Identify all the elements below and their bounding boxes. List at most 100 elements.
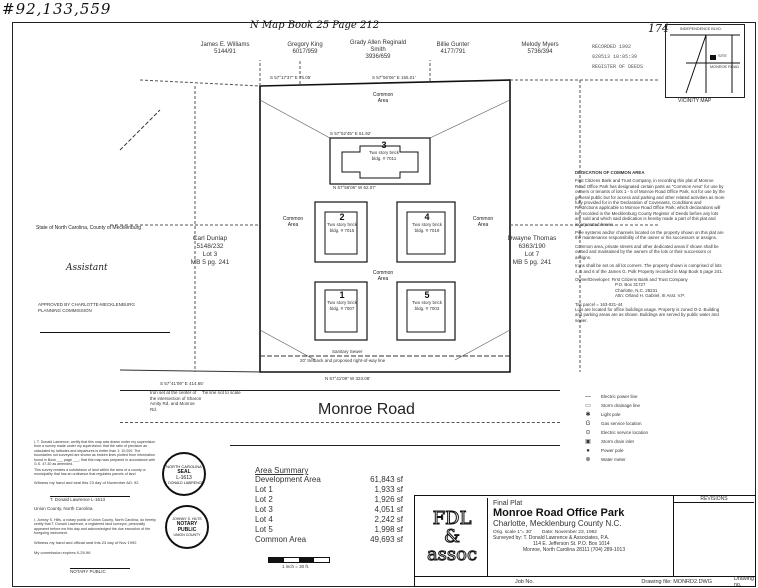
owner-deed: 5148/232 bbox=[196, 243, 224, 250]
plat-drawing bbox=[110, 60, 660, 373]
owner-name: Gregory King bbox=[287, 42, 323, 48]
bearing-label: S 57°52'45" E 61.92' bbox=[330, 131, 372, 136]
orig-scale: Orig. scale 1"= 30' bbox=[493, 530, 533, 535]
lot-desc: Two story brick bldg. # 7011 bbox=[368, 150, 399, 161]
legend-row: ✱Light pole bbox=[575, 410, 735, 419]
declaration-p2: Pipe systems and/or channels located on … bbox=[575, 230, 724, 241]
lot-desc: Two story brick bldg. # 7015 bbox=[327, 222, 358, 233]
lot-3-boundary bbox=[329, 137, 431, 185]
lot-3-building bbox=[341, 145, 419, 179]
light-pole-icon: ✱ bbox=[585, 412, 591, 418]
seal-text: SEAL bbox=[177, 468, 191, 475]
east-owner: Dwayne Thomas 6363/190 Lot 7 MB 5 pg. 24… bbox=[497, 235, 567, 267]
legend-label: Storm drain inlet bbox=[601, 439, 634, 444]
owner-deed: 6017/959 bbox=[292, 49, 318, 55]
lot-label: 1 Two story brick bldg. # 7007 bbox=[316, 290, 368, 311]
seal-text: NORTH CAROLINA bbox=[166, 463, 202, 469]
owner-line: P.O. Box 31727 bbox=[615, 282, 646, 288]
revisions-box: REVISIONS bbox=[673, 496, 754, 576]
electric-line-icon: — bbox=[585, 393, 591, 400]
owner-deed: 4177/791 bbox=[440, 49, 466, 55]
area-summary-title: Area Summary bbox=[255, 466, 309, 475]
surveyed-by: Surveyed by: T. Donald Lawrence & Associ… bbox=[493, 535, 610, 541]
drawing-file: Drawing file: MONRD2.DWG bbox=[641, 579, 713, 585]
lot-line bbox=[139, 79, 261, 87]
area-value: 49,693 sf bbox=[370, 535, 403, 544]
intersection-note: Iron set at the center of the intersecti… bbox=[150, 390, 202, 412]
vicinity-map: INDEPENDENCE BLVD. MONROE ROAD SITE bbox=[665, 24, 745, 98]
road-edge bbox=[230, 445, 560, 446]
owner-ref: MB 5 pg. 241 bbox=[512, 259, 552, 266]
scale-bar bbox=[268, 557, 330, 563]
common-area-label: Common Area bbox=[372, 270, 394, 282]
owner-name: Grady Allen Reginald Smith bbox=[349, 40, 407, 53]
firm-logo: FDL & assoc bbox=[417, 498, 488, 576]
lot-number: 2 bbox=[339, 212, 345, 222]
storm-inlet-icon: ▣ bbox=[585, 439, 591, 445]
owner-deed: 5736/394 bbox=[527, 49, 553, 55]
lot-label: 2 Two story brick bldg. # 7015 bbox=[316, 212, 368, 233]
lot-1-building bbox=[324, 289, 358, 333]
lot-number: 3 bbox=[381, 140, 387, 150]
sheet-number: 174 bbox=[648, 22, 669, 35]
review-officer-signature: Assistant bbox=[66, 263, 108, 273]
drainage-line-icon: ▭ bbox=[585, 403, 591, 409]
owner-lot: Lot 7 bbox=[524, 251, 540, 258]
area-value: 1,926 sf bbox=[374, 495, 403, 504]
power-pole-icon: ● bbox=[586, 447, 590, 454]
owner-deed: 3936/659 bbox=[365, 54, 391, 60]
legend-row: ●Power pole bbox=[575, 446, 735, 455]
area-label: Lot 1 bbox=[255, 485, 273, 494]
road-label: INDEPENDENCE BLVD. bbox=[680, 27, 722, 31]
parking-line bbox=[429, 99, 511, 139]
tax-parcel: Tax parcel = 163-021-44 bbox=[575, 301, 623, 307]
surveyor-seal: NORTH CAROLINA SEAL L-1613 T. DONALD LAW… bbox=[162, 452, 206, 496]
owner-title: Owner/Developer: First Citizens Bank and… bbox=[575, 276, 688, 282]
bearing-label: S 57°56'06" E 155.01' bbox=[372, 75, 416, 80]
stamp-line: RECORDED 1992 bbox=[592, 44, 632, 50]
job-no: Job No. bbox=[515, 579, 534, 585]
area-label: Lot 4 bbox=[255, 515, 273, 524]
owner-name: Carl Dunlap bbox=[192, 235, 228, 242]
road-centerline bbox=[120, 422, 560, 423]
bearing-label: S 57°41'09" E 414.65' bbox=[160, 381, 204, 386]
seal-text: T. DONALD LAWRENCE bbox=[164, 480, 204, 485]
parking-line bbox=[259, 99, 331, 139]
lot-desc: Two story brick bldg. # 7003 bbox=[412, 300, 443, 311]
legend-row: ⊙Electric service location bbox=[575, 428, 735, 437]
owner-name: Billie Gunter bbox=[436, 42, 470, 48]
legend-row: —Electric power line bbox=[575, 392, 735, 401]
owner-name: James E. Williams bbox=[200, 42, 250, 48]
vicinity-map-title: VICINITY MAP bbox=[678, 98, 712, 104]
seal-text: JOHNNY S. HILTS bbox=[172, 517, 202, 521]
area-value: 1,998 sf bbox=[374, 525, 403, 534]
legend-row: ▣ Storm drain inlet bbox=[575, 437, 735, 446]
recording-stamp: RECORDED 1992 920513 10:05:39 REGISTER O… bbox=[592, 42, 662, 72]
title-text: Final Plat Monroe Road Office Park Charl… bbox=[493, 500, 673, 553]
lot-label: 5 Two story brick bldg. # 7003 bbox=[398, 290, 456, 311]
common-area-label: Common Area bbox=[282, 216, 304, 228]
lot-2-building bbox=[324, 211, 358, 255]
firm-address: 114 E. Jefferson St. P.O. Box 1014 bbox=[533, 541, 610, 547]
lot-number: 1 bbox=[339, 290, 345, 300]
drawing-no: Drawing no. bbox=[733, 576, 755, 588]
planning-signature bbox=[40, 320, 170, 333]
adjoining-owner: Grady Allen Reginald Smith 3936/659 bbox=[348, 40, 408, 61]
scale-bar-label: 1 inch = 30 ft. bbox=[282, 564, 310, 569]
sheet-border bbox=[12, 22, 756, 587]
lot-4-building bbox=[406, 211, 446, 255]
tie-note: Tie line not to scale bbox=[202, 390, 241, 395]
area-label: Development Area bbox=[255, 475, 321, 484]
lot-1-boundary bbox=[314, 281, 368, 341]
declaration-p3: Common area, private streets and other d… bbox=[575, 243, 719, 260]
legend-label: Gas service location bbox=[601, 421, 642, 426]
owner-deed: 5144/91 bbox=[214, 49, 236, 55]
area-value: 2,242 sf bbox=[374, 515, 403, 524]
state-cert-text: State of North Carolina, County of Meckl… bbox=[36, 225, 142, 231]
legend-label: Water meter bbox=[601, 457, 626, 462]
adjoining-owner: Billie Gunter 4177/791 bbox=[428, 42, 478, 56]
